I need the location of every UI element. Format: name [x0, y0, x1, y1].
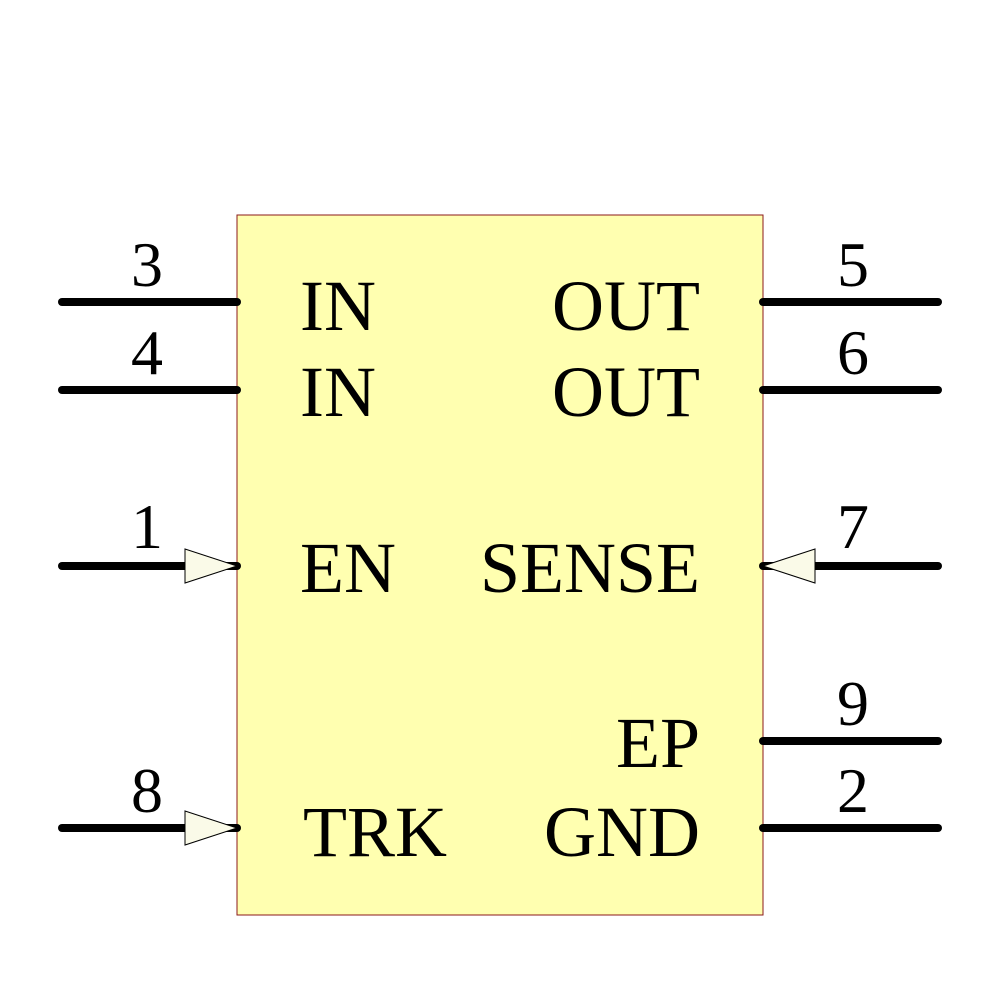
pin-number-6: 6 [837, 317, 869, 388]
pin-number-2: 2 [837, 755, 869, 826]
pin-number-4: 4 [131, 317, 163, 388]
pin-name-en: EN [300, 528, 396, 608]
pin-name-gnd: GND [544, 792, 700, 872]
pin-number-5: 5 [837, 229, 869, 300]
component-body [236, 214, 764, 916]
pin-name-ep: EP [616, 703, 700, 783]
pin-name-sense: SENSE [480, 528, 700, 608]
pin-name-out-6: OUT [552, 352, 700, 432]
input-arrow-icon-8 [184, 810, 239, 846]
pin-number-7: 7 [837, 491, 869, 562]
pin-name-in-4: IN [300, 352, 376, 432]
pin-number-8: 8 [131, 755, 163, 826]
pin-name-in-3: IN [300, 266, 376, 346]
pin-name-out-5: OUT [552, 266, 700, 346]
input-arrow-icon-7 [761, 548, 816, 584]
pin-number-3: 3 [131, 229, 163, 300]
pin-number-9: 9 [837, 668, 869, 739]
pin-name-trk: TRK [303, 792, 447, 872]
pin-number-1: 1 [131, 491, 163, 562]
input-arrow-icon-1 [184, 548, 239, 584]
